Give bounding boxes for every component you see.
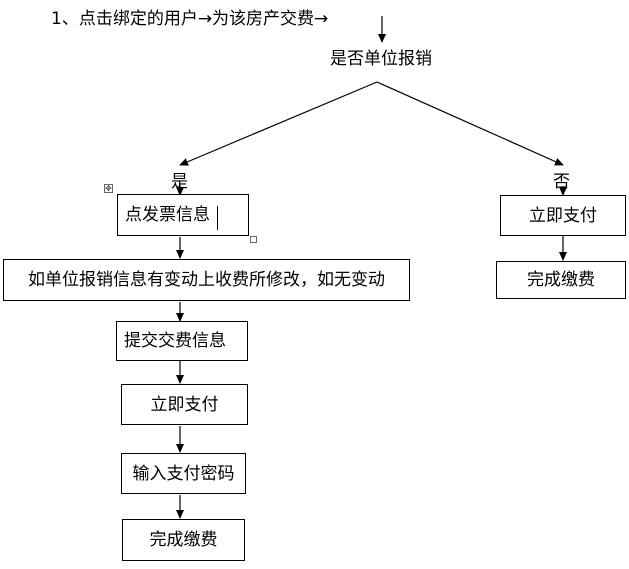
step-instruction-text: 1、点击绑定的用户→为该房产交费→	[51, 9, 329, 29]
no-label: 否	[553, 172, 570, 192]
no-step-pay-now-label: 立即支付	[529, 205, 597, 226]
yes-step-invoice-info[interactable]: 点发票信息	[117, 194, 249, 236]
decision-question: 是否单位报销	[330, 49, 432, 69]
no-step-complete-payment-label: 完成缴费	[527, 270, 595, 290]
yes-step-complete-payment-label: 完成缴费	[149, 530, 218, 550]
yes-step-enter-password-label: 输入支付密码	[132, 463, 235, 484]
no-step-pay-now[interactable]: 立即支付	[500, 195, 626, 236]
yes-step-submit-payment-label: 提交交费信息	[124, 331, 226, 351]
move-cross-icon[interactable]: ✥	[104, 184, 113, 193]
yes-step-modify-info[interactable]: 如单位报销信息有变动上收费所修改，如无变动	[3, 259, 410, 301]
yes-step-complete-payment[interactable]: 完成缴费	[122, 519, 245, 561]
yes-step-submit-payment[interactable]: 提交交费信息	[116, 321, 248, 361]
resize-square-icon[interactable]	[250, 236, 257, 243]
no-step-complete-payment[interactable]: 完成缴费	[496, 261, 626, 299]
yes-step-enter-password[interactable]: 输入支付密码	[121, 453, 246, 494]
yes-step-pay-now[interactable]: 立即支付	[121, 384, 248, 425]
arrow-to-yes	[179, 81, 378, 166]
yes-step-pay-now-label: 立即支付	[150, 394, 219, 415]
arrow-to-no	[376, 81, 564, 166]
yes-step-invoice-info-label: 点发票信息	[125, 205, 210, 225]
text-caret	[217, 206, 218, 230]
yes-step-modify-info-label: 如单位报销信息有变动上收费所修改，如无变动	[28, 270, 385, 290]
yes-label: 是	[171, 172, 188, 192]
